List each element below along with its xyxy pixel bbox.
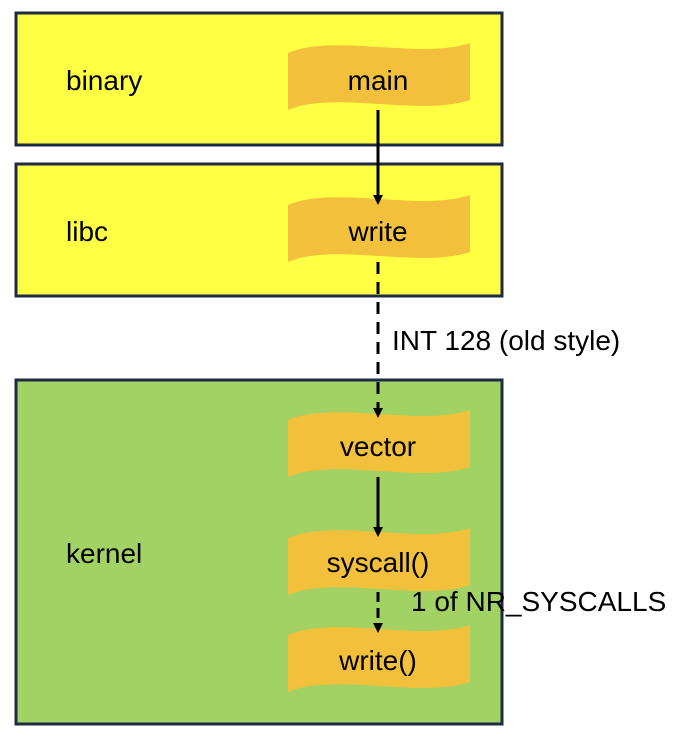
syscall-function-shape — [288, 528, 470, 595]
binary-layer-label: binary — [66, 65, 142, 96]
kernel-layer-label: kernel — [66, 538, 142, 569]
libc-layer-label: libc — [66, 216, 108, 247]
nr-syscalls-annotation: 1 of NR_SYSCALLS — [411, 586, 666, 617]
kernel-write-function-shape — [288, 625, 470, 692]
write-function-label: write — [347, 216, 407, 247]
write-function-shape — [288, 195, 470, 262]
main-function-label: main — [348, 65, 409, 96]
vector-function-label: vector — [340, 431, 416, 462]
int128-annotation: INT 128 (old style) — [392, 325, 620, 356]
syscall-function-label: syscall() — [327, 547, 430, 578]
vector-function-shape — [288, 410, 470, 477]
main-function-shape — [288, 43, 470, 110]
kernel-write-function-label: write() — [338, 645, 417, 676]
